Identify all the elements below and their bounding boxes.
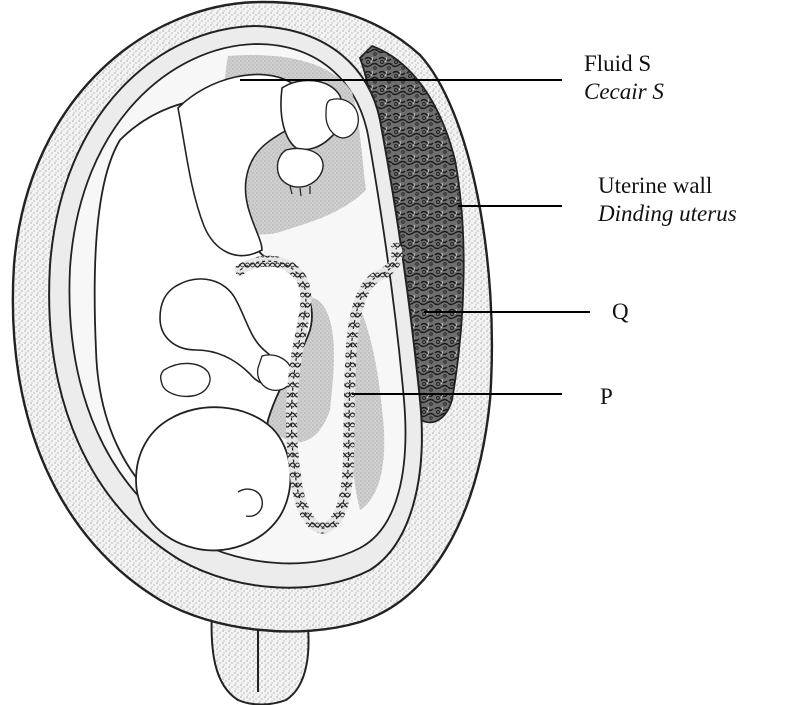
label-fluid-s-en: Fluid S — [584, 50, 664, 78]
label-fluid-s: Fluid S Cecair S — [584, 50, 664, 106]
label-fluid-s-ms: Cecair S — [584, 78, 664, 106]
label-uterine-wall-en: Uterine wall — [598, 172, 737, 200]
label-uterine-wall: Uterine wall Dinding uterus — [598, 172, 737, 228]
label-q: Q — [612, 298, 629, 326]
label-uterine-wall-ms: Dinding uterus — [598, 200, 737, 228]
label-p: P — [600, 383, 613, 411]
fetus-head — [136, 407, 290, 550]
fetus-hand — [161, 363, 210, 396]
